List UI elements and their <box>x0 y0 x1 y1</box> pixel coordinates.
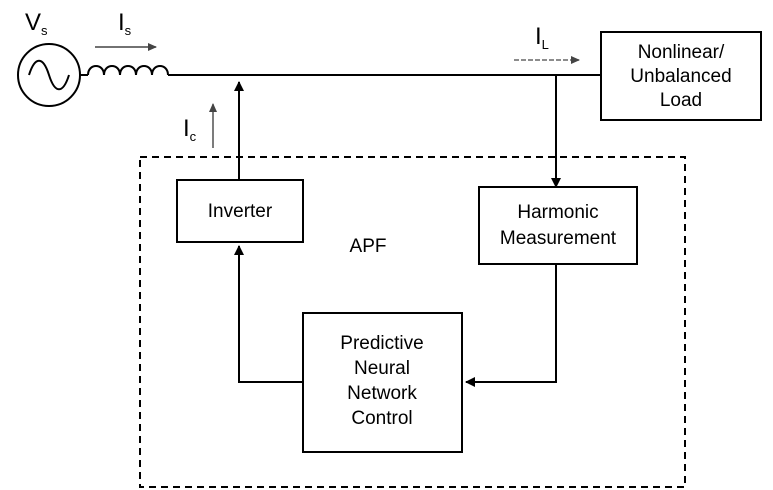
inverter-label: Inverter <box>208 201 273 222</box>
compensation-current-label: Ic <box>183 115 197 144</box>
inverter-box <box>176 179 304 243</box>
harmonic-label-line-2: Measurement <box>500 228 617 249</box>
control-label-line-3: Network <box>347 383 417 404</box>
harmonic-label-line-1: Harmonic <box>517 202 598 223</box>
control-label-line-2: Neural <box>354 358 410 379</box>
apf-boundary <box>139 156 686 488</box>
load-label-line-3: Load <box>660 90 702 111</box>
control-label-line-4: Control <box>351 408 412 429</box>
harmonic-to-control-line <box>465 264 557 387</box>
harmonic-measurement-box <box>478 186 638 265</box>
apf-label: APF <box>350 236 387 257</box>
control-label-line-1: Predictive <box>340 333 423 354</box>
ac-source-icon <box>17 43 81 107</box>
load-current-label: IL <box>535 23 549 52</box>
inductor-icon <box>80 65 169 76</box>
control-to-inverter-line <box>234 245 303 383</box>
load-box <box>600 31 762 121</box>
load-label-line-2: Unbalanced <box>630 66 731 87</box>
source-voltage-label: Vs <box>25 9 48 38</box>
source-current-label: Is <box>118 9 132 38</box>
load-label-line-1: Nonlinear/ <box>638 42 725 63</box>
